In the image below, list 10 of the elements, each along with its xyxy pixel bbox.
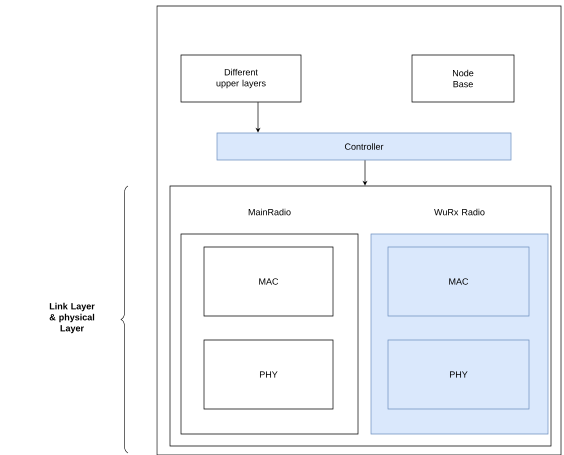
controller-box: Controller <box>216 132 512 160</box>
layer-box: Different upper layers <box>180 54 302 102</box>
layer-box: PHY <box>388 340 530 410</box>
layer-box: Node Base <box>412 54 514 102</box>
brace-label: Link Layer & physical Layer <box>50 302 95 334</box>
layer-box: PHY <box>204 340 334 410</box>
node-label: WuRx Radio <box>434 208 485 216</box>
layer-box: MAC <box>204 246 334 316</box>
layer-box: MAC <box>388 246 530 316</box>
node-label: MainRadio <box>248 208 291 216</box>
